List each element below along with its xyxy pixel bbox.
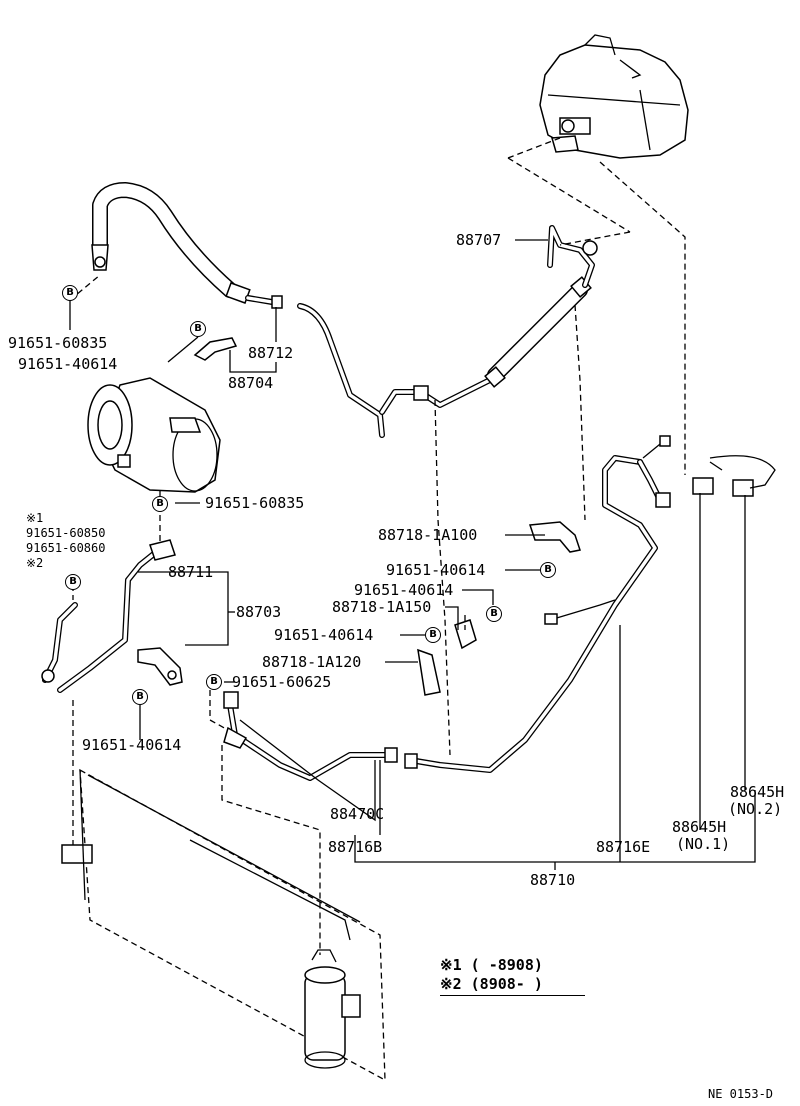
label-88645H-no1: 88645H [672, 818, 727, 836]
figure-code: NE 0153-D [708, 1087, 774, 1101]
bolt-symbol: B [132, 689, 148, 705]
label-91651-60835-a: 91651-60835 [8, 334, 108, 352]
bolt-symbol: B [62, 285, 78, 301]
suction-tube-88707 [297, 225, 598, 438]
receiver [304, 949, 361, 1069]
label-note2-mark: ※2 [26, 556, 44, 570]
legend-underline [440, 995, 585, 996]
label-no1: (NO.1) [676, 835, 731, 853]
dashed-connectors [69, 137, 686, 955]
legend-line-2: ※2 (8908- ) [440, 975, 543, 993]
label-88712: 88712 [248, 344, 294, 362]
label-88645H-no2: 88645H [730, 783, 785, 801]
condenser [61, 768, 386, 1082]
label-no2: (NO.2) [728, 800, 783, 818]
label-91651-40614-d: 91651-40614 [274, 626, 374, 644]
label-88710: 88710 [530, 871, 576, 889]
liquid-tubes [223, 435, 671, 781]
pressure-switches [692, 455, 776, 497]
label-91651-60850: 91651-60850 [26, 526, 106, 540]
label-88704: 88704 [228, 374, 274, 392]
label-88707: 88707 [456, 231, 502, 249]
bolt-symbol: B [206, 674, 222, 690]
label-91651-60860: 91651-60860 [26, 541, 106, 555]
evaporator-unit [539, 34, 689, 159]
bolt-symbol: B [190, 321, 206, 337]
legend-line-1: ※1 ( -8908) [440, 956, 543, 974]
bolt-symbol: B [425, 627, 441, 643]
label-note1-mark: ※1 [26, 511, 44, 525]
label-88718-1A120: 88718-1A120 [262, 653, 362, 671]
label-88703: 88703 [236, 603, 282, 621]
compressor [87, 377, 221, 493]
leader-lines [69, 239, 756, 870]
label-88716B: 88716B [328, 838, 383, 856]
bolt-symbol: B [540, 562, 556, 578]
label-91651-40614-a: 91651-40614 [18, 355, 118, 373]
label-91651-40614-c: 91651-40614 [354, 581, 454, 599]
bolt-symbol: B [65, 574, 81, 590]
label-91651-60835-b: 91651-60835 [205, 494, 305, 512]
bolt-symbol: B [152, 496, 168, 512]
label-91651-60625: 91651-60625 [232, 673, 332, 691]
bolt-symbol: B [486, 606, 502, 622]
label-88470C: 88470C [330, 805, 385, 823]
label-88711: 88711 [168, 563, 214, 581]
label-91651-40614-b: 91651-40614 [386, 561, 486, 579]
label-88718-1A100: 88718-1A100 [378, 526, 478, 544]
label-91651-40614-e: 91651-40614 [82, 736, 182, 754]
discharge-hose-88711 [41, 539, 183, 693]
suction-hose-88704 [91, 182, 283, 361]
label-88718-1A150: 88718-1A150 [332, 598, 432, 616]
label-88716E: 88716E [596, 838, 651, 856]
